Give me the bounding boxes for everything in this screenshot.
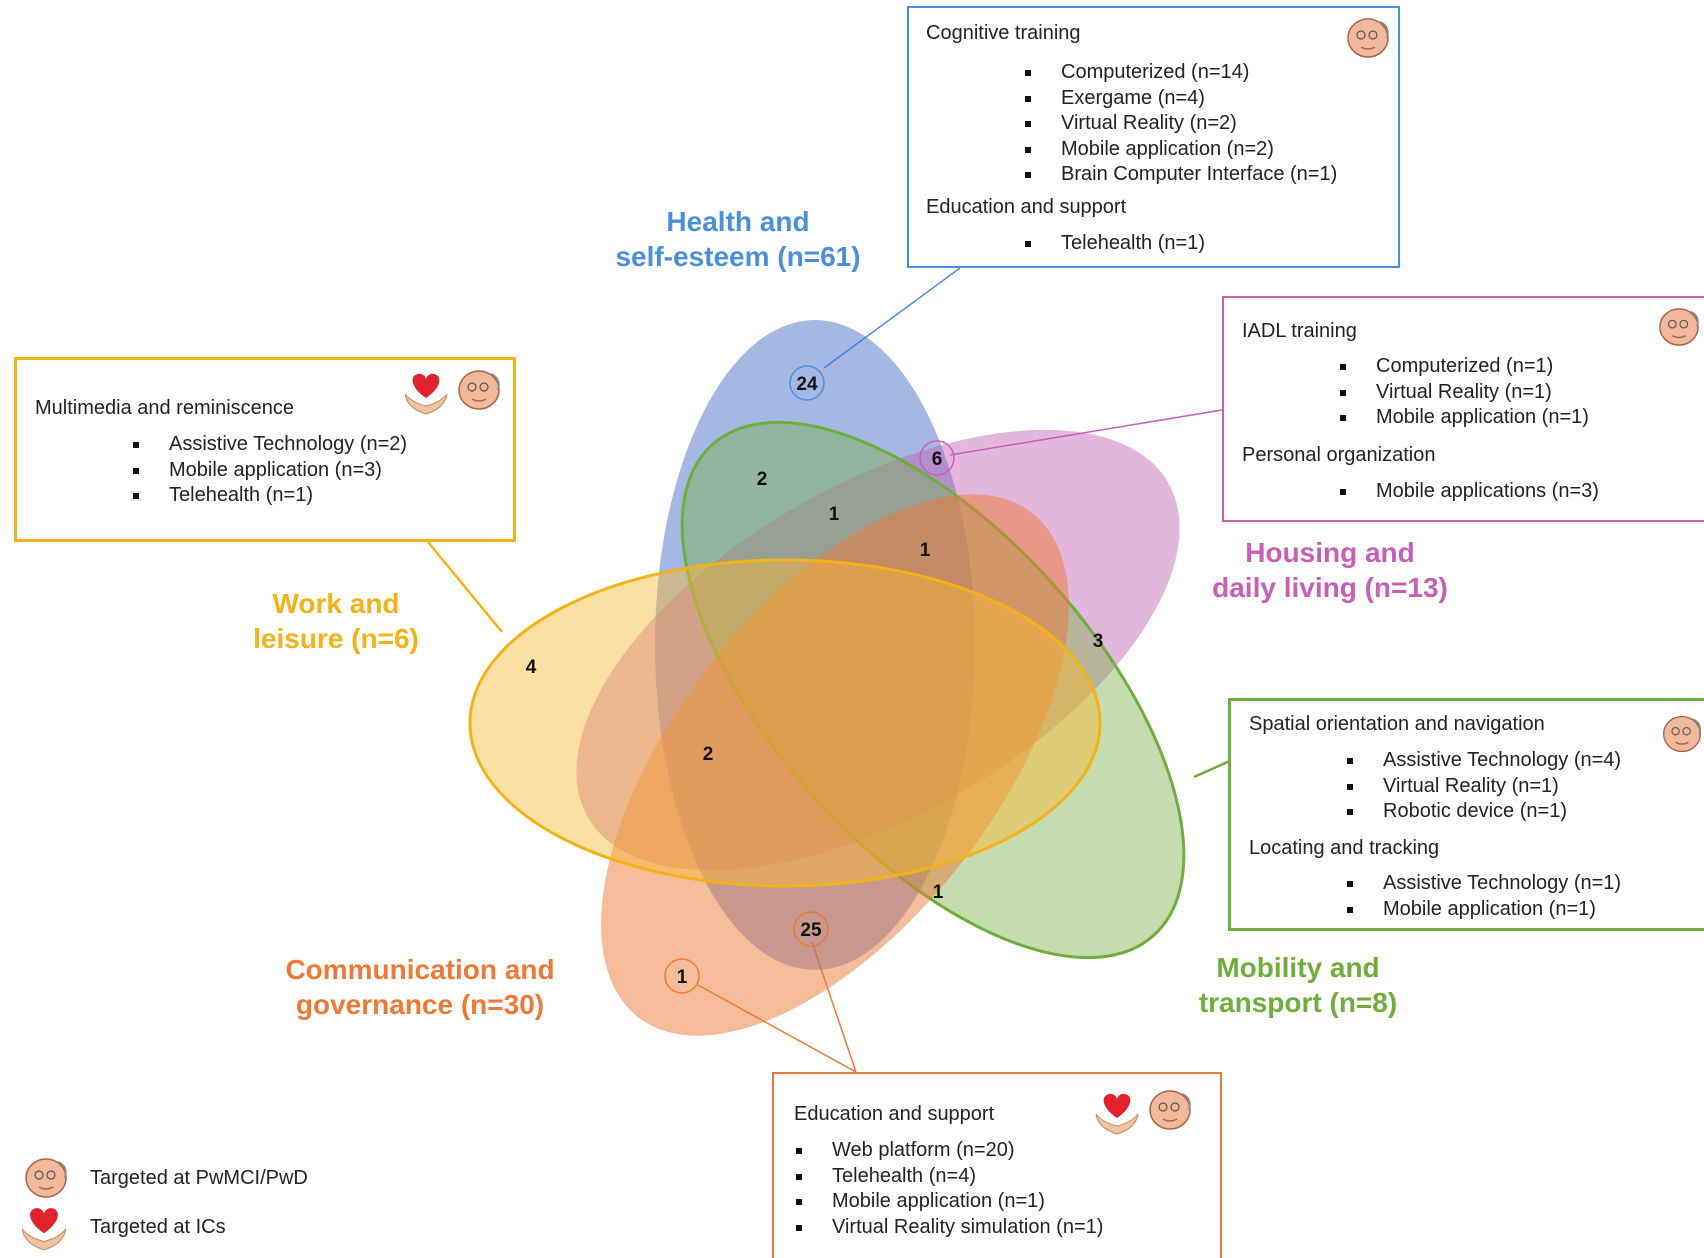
connector-work xyxy=(427,541,503,633)
list-item: Mobile application (n=2) xyxy=(1025,137,1337,163)
item-list: Telehealth (n=1) xyxy=(1025,231,1205,257)
connector-mobility xyxy=(1193,758,1233,779)
section-title: Education and support xyxy=(794,1103,995,1125)
list-item: Exergame (n=4) xyxy=(1025,86,1337,112)
count-work-communication: 2 xyxy=(703,744,714,765)
list-item: Virtual Reality (n=1) xyxy=(1347,774,1621,800)
elderly-face-icon xyxy=(1659,308,1699,346)
section-title: Spatial orientation and navigation xyxy=(1249,713,1545,735)
box-mobility: Spatial orientation and navigation Assis… xyxy=(1228,698,1704,931)
item-list: Assistive Technology (n=1) Mobile applic… xyxy=(1347,871,1621,922)
section-title: Cognitive training xyxy=(926,22,1081,44)
box-health: Cognitive training Computerized (n=14) E… xyxy=(907,6,1400,268)
section-title: Multimedia and reminiscence xyxy=(35,397,295,419)
area-label-mobility: Mobility and transport (n=8) xyxy=(1198,952,1398,1018)
list-item: Virtual Reality simulation (n=1) xyxy=(796,1215,1103,1241)
list-item: Telehealth (n=4) xyxy=(796,1164,1103,1190)
section-title: Education and support xyxy=(926,196,1127,218)
list-item: Assistive Technology (n=4) xyxy=(1347,748,1621,774)
list-item: Computerized (n=14) xyxy=(1025,60,1337,86)
elderly-face-icon xyxy=(1149,1090,1191,1130)
section-title: Locating and tracking xyxy=(1249,837,1440,859)
list-item: Assistive Technology (n=2) xyxy=(133,432,407,458)
list-item: Web platform (n=20) xyxy=(796,1138,1103,1164)
list-item: Brain Computer Interface (n=1) xyxy=(1025,162,1337,188)
count-health-only: 24 xyxy=(796,374,818,395)
count-health-mobility: 2 xyxy=(757,469,768,490)
count-circle-communication-health xyxy=(793,911,829,947)
legend-pwmci: Targeted at PwMCI/PwD xyxy=(22,1156,308,1200)
item-list: Assistive Technology (n=2) Mobile applic… xyxy=(133,432,407,509)
elderly-face-icon xyxy=(458,370,500,410)
area-label-work: Work and leisure (n=6) xyxy=(253,588,419,654)
count-circle-housing-only xyxy=(919,440,955,476)
heart-in-hands-icon xyxy=(404,373,448,415)
count-health-mobility-communication: 1 xyxy=(829,504,840,525)
count-communication-only: 1 xyxy=(677,967,688,988)
item-list: Computerized (n=14) Exergame (n=4) Virtu… xyxy=(1025,60,1337,188)
list-item: Computerized (n=1) xyxy=(1340,354,1589,380)
list-item: Virtual Reality (n=1) xyxy=(1340,380,1589,406)
box-communication: Education and support Web platform (n=20… xyxy=(772,1072,1222,1258)
item-list: Mobile applications (n=3) xyxy=(1340,479,1599,505)
legend-label-ic: Targeted at ICs xyxy=(90,1215,226,1238)
box-work: Multimedia and reminiscence Assistive Te… xyxy=(14,357,516,542)
count-mobility-communication: 1 xyxy=(933,882,944,903)
item-list: Assistive Technology (n=4) Virtual Reali… xyxy=(1347,748,1621,825)
count-circle-health-only xyxy=(789,365,825,401)
list-item: Assistive Technology (n=1) xyxy=(1347,871,1621,897)
elderly-face-icon xyxy=(1662,715,1702,753)
list-item: Mobile application (n=3) xyxy=(133,458,407,484)
item-list: Web platform (n=20) Telehealth (n=4) Mob… xyxy=(796,1138,1103,1240)
list-item: Mobile application (n=1) xyxy=(1347,897,1621,923)
heart-in-hands-icon xyxy=(1095,1093,1139,1135)
legend-ic: Targeted at ICs xyxy=(18,1202,226,1252)
count-circle-communication-only xyxy=(664,958,700,994)
section-title: Personal organization xyxy=(1242,444,1436,466)
area-label-housing: Housing and daily living (n=13) xyxy=(1212,537,1448,603)
list-item: Telehealth (n=1) xyxy=(1025,231,1205,257)
list-item: Virtual Reality (n=2) xyxy=(1025,111,1337,137)
count-communication-health: 25 xyxy=(800,920,822,941)
area-label-communication: Communication and governance (n=30) xyxy=(285,954,555,1020)
legend-label-pwmci: Targeted at PwMCI/PwD xyxy=(90,1166,308,1189)
elderly-face-icon xyxy=(1347,18,1389,58)
connector-housing xyxy=(949,409,1223,456)
list-item: Telehealth (n=1) xyxy=(133,483,407,509)
count-work-only: 4 xyxy=(526,657,537,678)
count-mobility-housing: 3 xyxy=(1093,631,1104,652)
ellipse-communication xyxy=(601,494,1069,1036)
list-item: Mobile application (n=1) xyxy=(796,1189,1103,1215)
area-label-health: Health and self-esteem (n=61) xyxy=(615,206,861,272)
count-mobility-communication-housing: 1 xyxy=(920,540,931,561)
elderly-face-icon xyxy=(25,1158,67,1198)
list-item: Robotic device (n=1) xyxy=(1347,799,1621,825)
item-list: Computerized (n=1) Virtual Reality (n=1)… xyxy=(1340,354,1589,431)
list-item: Mobile application (n=1) xyxy=(1340,405,1589,431)
heart-in-hands-icon xyxy=(21,1208,67,1251)
box-housing: IADL training Computerized (n=1) Virtual… xyxy=(1222,296,1704,522)
section-title: IADL training xyxy=(1242,320,1357,342)
count-housing-only: 6 xyxy=(932,449,943,470)
ellipse-work xyxy=(468,558,1102,888)
list-item: Mobile applications (n=3) xyxy=(1340,479,1599,505)
